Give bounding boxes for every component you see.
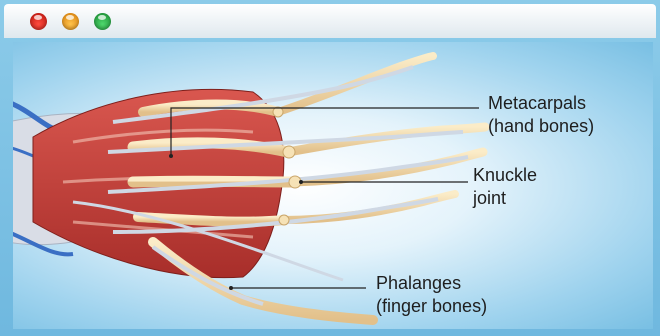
metacarpals-label-line1: Metacarpals <box>488 92 594 115</box>
phalanges-label-line1: Phalanges <box>376 272 487 295</box>
metacarpals-label: Metacarpals (hand bones) <box>488 92 594 138</box>
phalanges-label: Phalanges (finger bones) <box>376 272 487 318</box>
finger-bones <box>283 194 455 220</box>
hand-illustration <box>13 42 653 329</box>
metacarpals-label-line2: (hand bones) <box>488 115 594 138</box>
phalanges-label-line2: (finger bones) <box>376 295 487 318</box>
title-bar <box>4 4 656 38</box>
knuckle-label-line1: Knuckle <box>473 164 537 187</box>
close-button[interactable] <box>30 13 47 30</box>
knuckle-joint <box>279 215 289 225</box>
knuckle-label-line2: joint <box>473 187 537 210</box>
diagram-canvas: Metacarpals (hand bones) Knuckle joint P… <box>13 42 653 329</box>
minimize-button[interactable] <box>62 13 79 30</box>
knuckle-label: Knuckle joint <box>473 164 537 210</box>
knuckle-joint <box>283 146 295 158</box>
zoom-button[interactable] <box>94 13 111 30</box>
